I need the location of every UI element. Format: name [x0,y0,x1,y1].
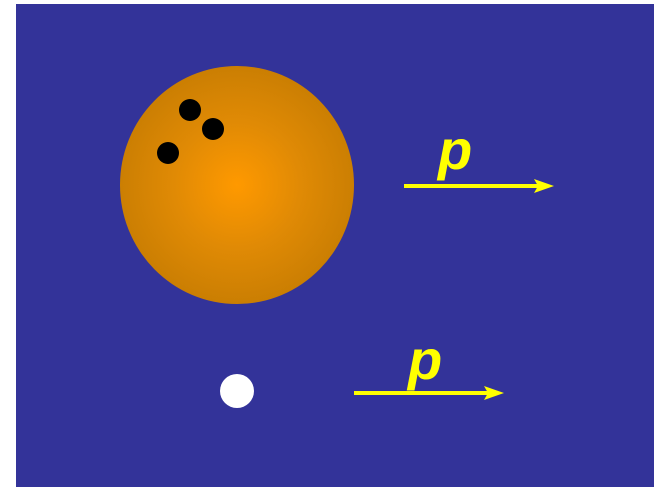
diagram-canvas: p p [16,4,654,487]
momentum-label-top: p [438,118,473,181]
finger-hole [157,142,179,164]
momentum-label-bottom: p [408,328,443,391]
finger-hole [179,99,201,121]
small-ball-icon [220,374,254,408]
momentum-arrow-top [404,179,554,193]
finger-hole [202,118,224,140]
momentum-arrow-bottom [354,386,504,400]
bowling-ball-icon [120,66,354,304]
